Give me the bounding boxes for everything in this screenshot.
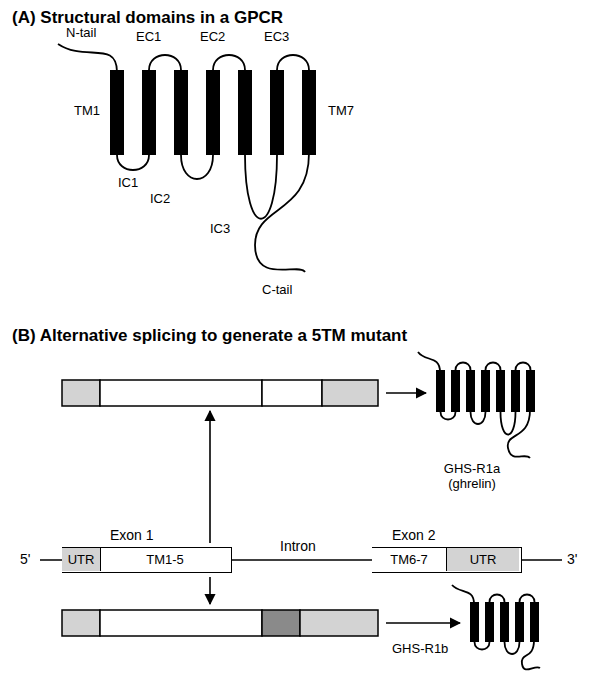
- loop: [277, 55, 309, 70]
- part-label: Intron: [280, 538, 316, 554]
- part-label: 5': [20, 551, 30, 567]
- gene-line: [40, 559, 62, 561]
- exon-segment: UTR: [446, 548, 519, 571]
- mrna-1b: [62, 610, 378, 636]
- segment-label: TM6-7: [390, 552, 428, 567]
- loop: [245, 155, 277, 219]
- segment-label: UTR: [68, 552, 95, 567]
- tm-helix: [110, 70, 124, 155]
- part-label: EC2: [200, 30, 225, 45]
- loop: [441, 412, 456, 420]
- tm-helix: [451, 370, 460, 412]
- tm-helix: [481, 370, 490, 412]
- tm-helix: [238, 70, 252, 155]
- exon-box: Exon 2TM6-7UTR: [372, 547, 522, 573]
- mrna-segment: [300, 610, 378, 636]
- part-label: N-tail: [66, 26, 96, 41]
- part-label: 3': [567, 551, 577, 567]
- part-label: GHS-R1a (ghrelin): [432, 462, 512, 492]
- exon-box: Exon 1UTRTM1-5: [62, 547, 232, 573]
- receptor-5tm-icon: [452, 585, 540, 669]
- gene-line: [232, 559, 372, 561]
- tm-helix: [270, 70, 284, 155]
- exon-segment: TM1-5: [100, 548, 229, 571]
- mrna-segment: [62, 610, 100, 636]
- tm-helix: [496, 370, 505, 412]
- loop: [475, 642, 490, 650]
- exon-segment: UTR: [62, 548, 100, 571]
- tm-helix: [174, 70, 188, 155]
- c-tail-line: [522, 640, 540, 669]
- loop: [456, 363, 471, 371]
- n-tail-line: [58, 44, 117, 72]
- tm-helix: [530, 602, 539, 642]
- loop: [486, 363, 501, 371]
- loop: [149, 55, 181, 70]
- tm-helix: [470, 602, 479, 642]
- mrna-segment: [62, 380, 100, 406]
- arrow: [209, 411, 211, 543]
- exon-heading: Exon 1: [110, 527, 154, 543]
- part-label: IC1: [118, 176, 138, 191]
- n-tail-line: [418, 352, 440, 372]
- part-label: TM7: [328, 104, 354, 119]
- loop: [471, 412, 486, 424]
- segment-label: UTR: [470, 552, 497, 567]
- loop: [181, 155, 213, 179]
- gene-line: [522, 559, 562, 561]
- loop: [520, 595, 535, 603]
- part-label: TM1: [74, 104, 100, 119]
- loop: [516, 363, 531, 371]
- tm-helix: [206, 70, 220, 155]
- tm-helix: [436, 370, 445, 412]
- c-tail-line: [255, 153, 309, 272]
- mrna-segment: [262, 610, 300, 636]
- receptor-7tm-icon: [418, 352, 535, 458]
- loop: [213, 55, 245, 70]
- loop: [490, 595, 505, 603]
- tm-helix: [485, 602, 494, 642]
- panel-title: (B) Alternative splicing to generate a 5…: [12, 326, 407, 346]
- mrna-segment: [100, 380, 262, 406]
- mrna-segment: [322, 380, 378, 406]
- segment-label: TM1-5: [146, 552, 184, 567]
- tm-helix: [142, 70, 156, 155]
- c-tail-line: [508, 410, 530, 458]
- part-label: GHS-R1b: [392, 642, 448, 657]
- loop: [117, 155, 149, 170]
- gpcr-7tm: [58, 44, 316, 272]
- part-label: EC3: [264, 30, 289, 45]
- part-label: C-tail: [262, 283, 292, 298]
- panel-title: (A) Structural domains in a GPCR: [12, 8, 283, 28]
- tm-helix: [466, 370, 475, 412]
- mrna-1a: [62, 380, 378, 406]
- arrow: [209, 577, 211, 604]
- exon-segment: TM6-7: [372, 548, 446, 571]
- tm-helix: [526, 370, 535, 412]
- exon-heading: Exon 2: [392, 527, 436, 543]
- mrna-segment: [100, 610, 262, 636]
- tm-helix: [515, 602, 524, 642]
- n-tail-line: [452, 585, 474, 604]
- tm-helix: [302, 70, 316, 155]
- mrna-segment: [262, 380, 322, 406]
- arrow: [386, 622, 460, 624]
- tm-helix: [500, 602, 509, 642]
- part-label: EC1: [136, 30, 161, 45]
- part-label: IC2: [150, 192, 170, 207]
- tm-helix: [511, 370, 520, 412]
- part-label: IC3: [210, 222, 230, 237]
- loop: [505, 642, 520, 654]
- arrow: [386, 392, 426, 394]
- loop: [501, 412, 516, 435]
